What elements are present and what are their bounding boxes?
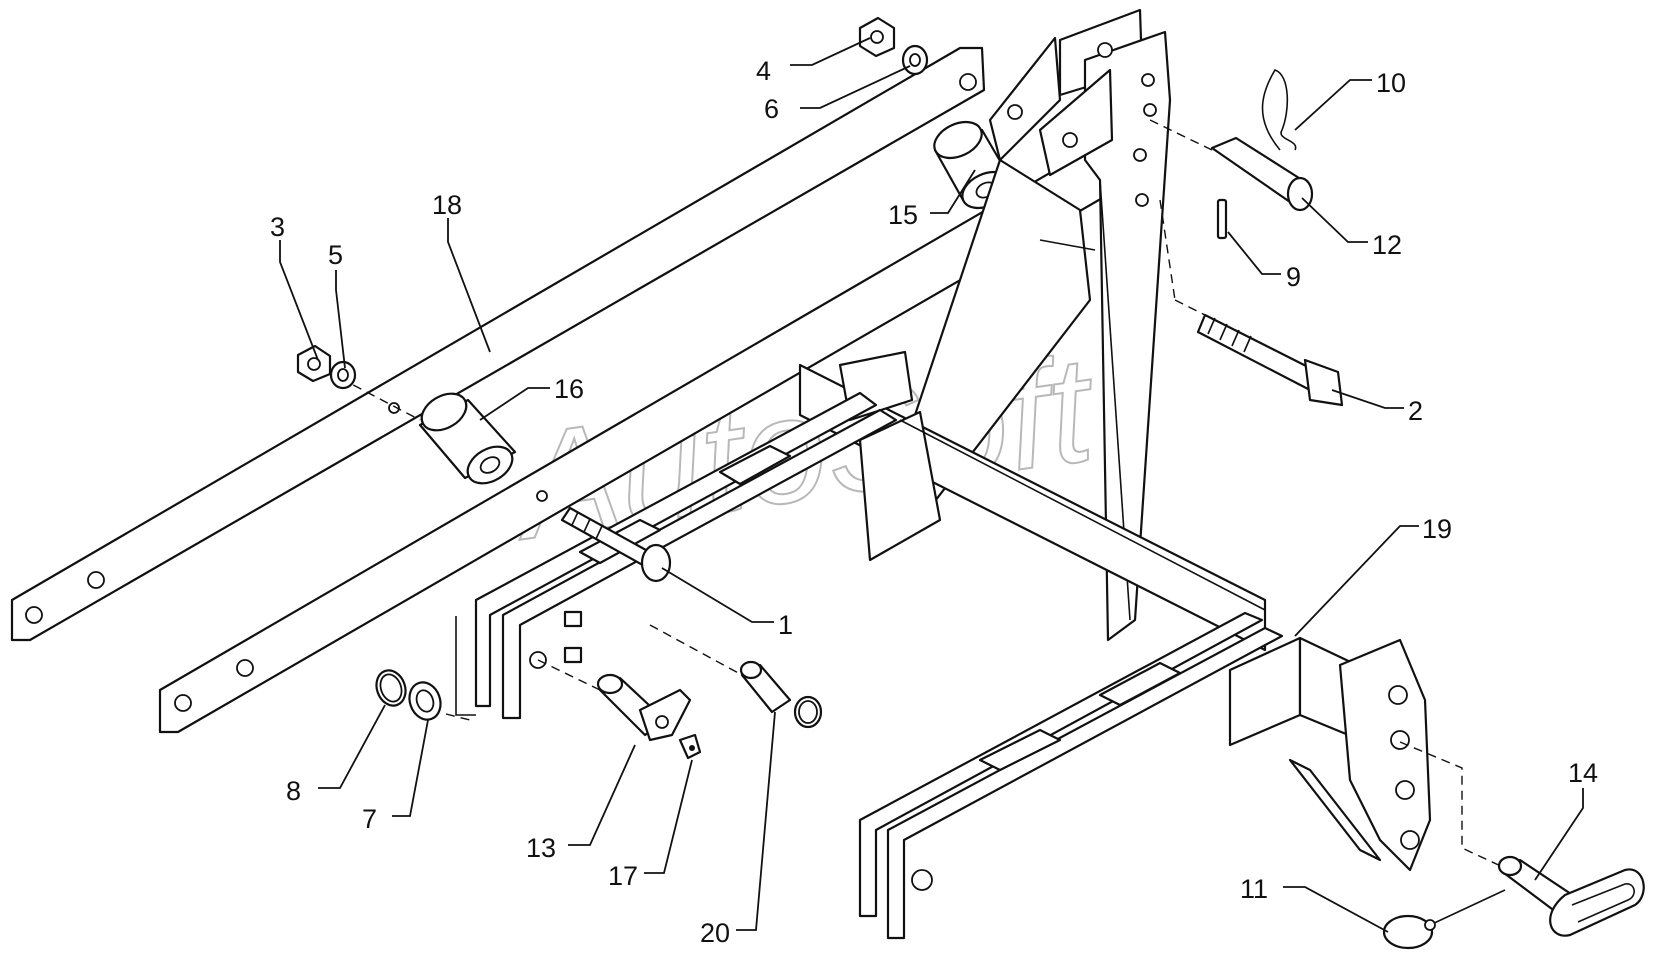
washer-7 bbox=[408, 681, 442, 721]
nut-4 bbox=[858, 16, 896, 58]
right-lower-bracket-outer bbox=[858, 611, 1264, 918]
leader-lines bbox=[279, 37, 1584, 933]
pin-14-path bbox=[1399, 741, 1506, 869]
callout-8: 8 bbox=[286, 776, 301, 806]
grease-nipple-17 bbox=[678, 733, 702, 760]
callout-2: 2 bbox=[1408, 396, 1423, 426]
bar-hole bbox=[388, 402, 400, 414]
upper-link-bar-rear bbox=[10, 46, 986, 642]
callout-15: 15 bbox=[888, 200, 918, 230]
callout-4: 4 bbox=[756, 56, 771, 86]
callout-3: 3 bbox=[270, 212, 285, 242]
pin-12 bbox=[1210, 136, 1314, 212]
washer-6 bbox=[901, 44, 929, 76]
bar-hole bbox=[536, 490, 548, 502]
bolt-1 bbox=[560, 506, 672, 583]
callout-11: 11 bbox=[1240, 874, 1268, 904]
callout-6: 6 bbox=[764, 94, 779, 124]
callout-13: 13 bbox=[526, 833, 556, 863]
callout-18: 18 bbox=[432, 190, 462, 220]
callout-9: 9 bbox=[1286, 262, 1301, 292]
bracket-line bbox=[455, 616, 476, 716]
pin-20 bbox=[739, 660, 792, 714]
snap-ring-20 bbox=[793, 695, 823, 729]
spacer-sleeve-16 bbox=[418, 392, 517, 485]
pin-14 bbox=[1497, 855, 1645, 937]
callout-5: 5 bbox=[328, 240, 343, 270]
right-lower-bracket-inner bbox=[886, 626, 1284, 940]
callout-10: 10 bbox=[1376, 68, 1406, 98]
roll-pin-9 bbox=[1216, 198, 1228, 240]
callout-7: 7 bbox=[362, 804, 377, 834]
callout-16: 16 bbox=[554, 374, 584, 404]
callout-17: 17 bbox=[608, 861, 638, 891]
lynch-ring-11 bbox=[1382, 889, 1506, 950]
bolt-2 bbox=[1196, 313, 1344, 407]
snap-ring-8 bbox=[375, 669, 407, 707]
left-lower-bracket-inner bbox=[501, 408, 898, 720]
callout-14: 14 bbox=[1568, 758, 1598, 788]
callout-1: 1 bbox=[778, 610, 793, 640]
pin-13 bbox=[596, 673, 692, 742]
tubular-crossbar-19 bbox=[1228, 636, 1432, 872]
r-clip-10 bbox=[1261, 69, 1297, 151]
callout-20: 20 bbox=[700, 918, 730, 948]
callout-12: 12 bbox=[1372, 230, 1402, 260]
washer-5 bbox=[329, 360, 357, 390]
nut-3 bbox=[296, 344, 332, 383]
callout-19: 19 bbox=[1422, 514, 1452, 544]
left-lower-bracket-outer bbox=[474, 391, 878, 708]
